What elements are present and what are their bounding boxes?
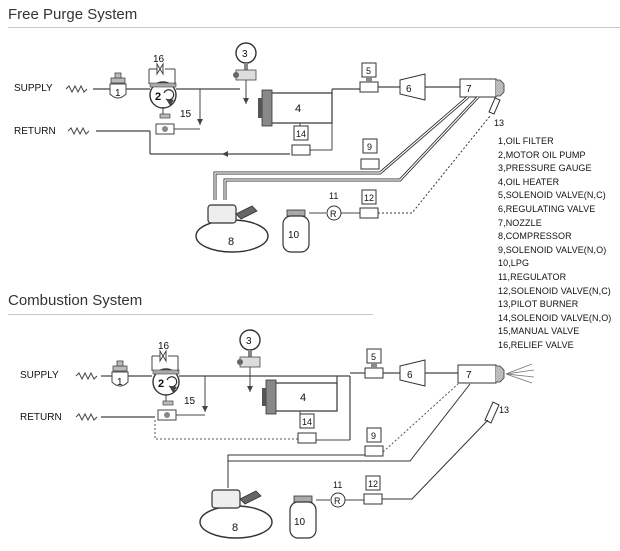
legend-item: 12,SOLENOID VALVE(N,C) bbox=[498, 285, 611, 296]
svg-text:R: R bbox=[330, 209, 337, 219]
svg-text:13: 13 bbox=[494, 118, 504, 128]
combustion-diagram: SUPPLY RETURN 1 2 16 15 bbox=[20, 329, 535, 539]
return-hose-icon-2 bbox=[75, 412, 98, 422]
solenoid-valve-nc-icon: 5 bbox=[359, 62, 379, 93]
svg-text:9: 9 bbox=[371, 431, 376, 441]
svg-text:16: 16 bbox=[153, 54, 165, 65]
svg-text:2: 2 bbox=[155, 91, 161, 103]
combustion-title: Combustion System bbox=[8, 292, 143, 309]
oil-heater-icon: 4 bbox=[258, 89, 333, 127]
solenoid-valve-nc-12-icon-2: 12 bbox=[363, 475, 383, 505]
svg-text:6: 6 bbox=[406, 84, 412, 95]
svg-text:10: 10 bbox=[288, 230, 300, 241]
free-purge-title: Free Purge System bbox=[8, 6, 138, 23]
motor-oil-pump-icon: 2 bbox=[149, 81, 177, 109]
oil-filter-icon: 1 bbox=[109, 72, 127, 99]
lpg-tank-icon: 10 bbox=[282, 209, 310, 253]
svg-text:14: 14 bbox=[302, 417, 312, 427]
svg-text:5: 5 bbox=[371, 352, 376, 362]
svg-text:9: 9 bbox=[367, 142, 372, 152]
pressure-gauge-icon-2: 3 bbox=[237, 329, 261, 368]
svg-text:8: 8 bbox=[228, 236, 234, 248]
component-legend: 1,OIL FILTER 2,MOTOR OIL PUMP 3,PRESSURE G… bbox=[498, 135, 611, 353]
solenoid-valve-no-14-icon-2: 14 bbox=[297, 413, 317, 444]
nozzle-icon-2: 7 bbox=[457, 364, 505, 384]
oil-heater-icon-2: 4 bbox=[262, 379, 338, 415]
legend-item: 8,COMPRESSOR bbox=[498, 231, 572, 242]
regulating-valve-icon-2: 6 bbox=[399, 359, 426, 387]
svg-text:2: 2 bbox=[158, 378, 164, 390]
legend-item: 16,RELIEF VALVE bbox=[498, 339, 574, 350]
svg-text:4: 4 bbox=[300, 392, 306, 404]
legend-item: 1,OIL FILTER bbox=[498, 136, 554, 146]
motor-oil-pump-icon-2: 2 bbox=[152, 368, 180, 396]
svg-text:15: 15 bbox=[184, 396, 196, 407]
pilot-burner-icon: 13 bbox=[488, 97, 504, 128]
svg-text:1: 1 bbox=[117, 377, 123, 388]
svg-text:8: 8 bbox=[232, 522, 238, 534]
compressor-icon: 8 bbox=[195, 204, 269, 253]
supply-label-2: SUPPLY bbox=[20, 370, 59, 381]
svg-text:7: 7 bbox=[466, 84, 472, 95]
solenoid-valve-nc-12-icon: 12 bbox=[359, 189, 379, 219]
supply-hose-icon-2 bbox=[75, 371, 98, 381]
legend-item: 9,SOLENOID VALVE(N,O) bbox=[498, 244, 607, 255]
return-hose-icon bbox=[67, 126, 90, 136]
legend-item: 13,PILOT BURNER bbox=[498, 299, 579, 310]
combustion-divider bbox=[8, 314, 373, 315]
return-label: RETURN bbox=[14, 126, 56, 137]
legend-item: 14,SOLENOID VALVE(N,O) bbox=[498, 312, 612, 323]
legend-item: 15,MANUAL VALVE bbox=[498, 326, 580, 337]
svg-text:10: 10 bbox=[294, 517, 306, 528]
legend-item: 10,LPG bbox=[498, 258, 530, 269]
legend-item: 2,MOTOR OIL PUMP bbox=[498, 149, 586, 160]
svg-text:15: 15 bbox=[180, 109, 192, 120]
pressure-gauge-icon: 3 bbox=[233, 42, 257, 81]
free-purge-diagram: SUPPLY RETURN 1 2 16 15 bbox=[14, 42, 505, 253]
regulating-valve-icon: 6 bbox=[399, 73, 426, 101]
relief-valve-icon-2: 16 bbox=[151, 341, 179, 371]
svg-text:12: 12 bbox=[364, 193, 374, 203]
svg-text:3: 3 bbox=[246, 336, 252, 347]
relief-valve-icon: 16 bbox=[148, 54, 176, 84]
nozzle-icon: 7 bbox=[459, 78, 505, 98]
svg-text:6: 6 bbox=[407, 370, 413, 381]
oil-filter-icon-2: 1 bbox=[111, 360, 129, 388]
regulator-icon: 11 R bbox=[326, 191, 342, 221]
svg-text:1: 1 bbox=[115, 88, 121, 99]
svg-text:R: R bbox=[334, 496, 341, 506]
svg-text:11: 11 bbox=[329, 191, 338, 201]
manual-valve-icon: 15 bbox=[155, 109, 192, 135]
solenoid-valve-no-14-icon: 14 bbox=[291, 125, 311, 156]
legend-item: 7,NOZZLE bbox=[498, 217, 542, 228]
pilot-burner-icon-2: 13 bbox=[484, 401, 509, 424]
free-purge-divider bbox=[8, 27, 620, 28]
regulator-icon-2: 11 R bbox=[330, 480, 346, 508]
solenoid-valve-no-9-icon: 9 bbox=[360, 138, 380, 170]
svg-text:3: 3 bbox=[242, 49, 248, 60]
solenoid-valve-no-9-icon-2: 9 bbox=[364, 427, 384, 457]
svg-text:7: 7 bbox=[466, 370, 472, 381]
legend-item: 3,PRESSURE GAUGE bbox=[498, 163, 592, 174]
spray-icon bbox=[505, 363, 535, 384]
manual-valve-icon-2: 15 bbox=[157, 396, 196, 421]
supply-label: SUPPLY bbox=[14, 83, 53, 94]
svg-text:13: 13 bbox=[499, 405, 509, 415]
legend-item: 4,OIL HEATER bbox=[498, 176, 560, 187]
legend-item: 6,REGULATING VALVE bbox=[498, 203, 596, 214]
solenoid-valve-nc-icon-2: 5 bbox=[364, 348, 384, 379]
svg-text:5: 5 bbox=[366, 66, 371, 76]
lpg-tank-icon-2: 10 bbox=[289, 495, 317, 539]
legend-item: 5,SOLENOID VALVE(N,C) bbox=[498, 190, 606, 201]
legend-item: 11,REGULATOR bbox=[498, 271, 567, 282]
svg-text:11: 11 bbox=[333, 480, 342, 490]
return-label-2: RETURN bbox=[20, 412, 62, 423]
compressor-icon-2: 8 bbox=[199, 489, 273, 539]
svg-text:12: 12 bbox=[368, 479, 378, 489]
svg-text:16: 16 bbox=[158, 341, 170, 352]
svg-text:14: 14 bbox=[296, 129, 306, 139]
supply-hose-icon bbox=[65, 84, 88, 94]
svg-text:4: 4 bbox=[295, 103, 301, 115]
